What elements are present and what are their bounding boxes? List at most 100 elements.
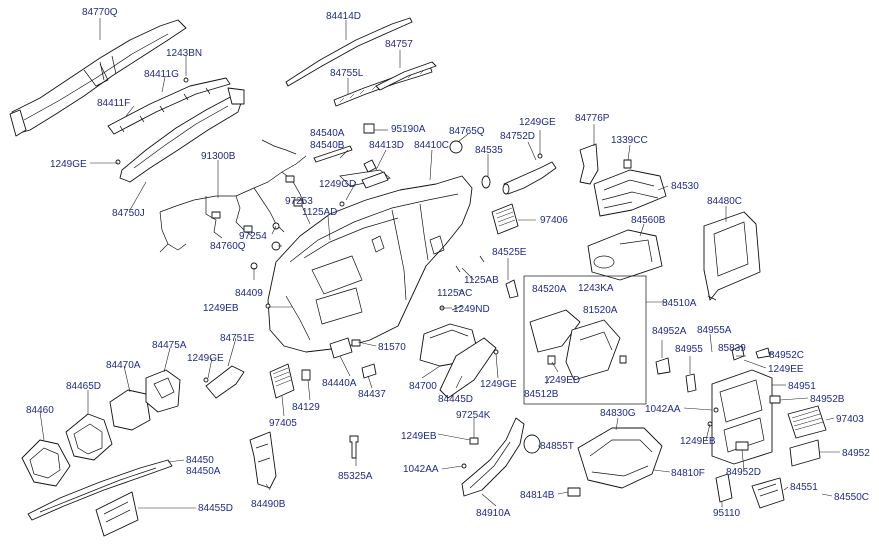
label-84910A: 84910A	[476, 508, 511, 519]
label-1249GE-a: 1249GE	[50, 159, 87, 170]
label-84952: 84952	[842, 448, 870, 459]
label-1243KA: 1243KA	[578, 283, 614, 294]
lower-panel-84810F	[567, 427, 663, 497]
glove-box-84510A	[523, 275, 647, 405]
label-84437: 84437	[358, 389, 386, 400]
label-84445D: 84445D	[438, 394, 473, 405]
label-84757: 84757	[385, 39, 413, 50]
fasteners-misc	[115, 77, 719, 469]
fasteners-center	[451, 255, 519, 311]
label-84810F: 84810F	[671, 468, 705, 479]
label-1249ED: 1249ED	[544, 375, 580, 386]
label-84830G: 84830G	[600, 408, 636, 419]
label-1042AA-a: 1042AA	[645, 404, 681, 415]
label-1249EE: 1249EE	[768, 364, 804, 375]
switch-parts	[329, 337, 377, 379]
label-84551: 84551	[790, 482, 818, 493]
label-84952D: 84952D	[726, 467, 761, 478]
side-duct-84411F	[107, 77, 231, 135]
label-97254: 97254	[239, 231, 267, 242]
label-84776P: 84776P	[575, 113, 610, 124]
small-brackets	[313, 123, 389, 189]
label-97253: 97253	[285, 196, 313, 207]
label-84765Q: 84765Q	[449, 126, 485, 137]
label-84751E: 84751E	[220, 333, 255, 344]
main-duct-84750J	[119, 87, 245, 183]
label-1249EB-a: 1249EB	[203, 303, 239, 314]
knee-bolster-84910A	[461, 417, 541, 497]
label-84510A: 84510A	[662, 298, 697, 309]
label-84480C: 84480C	[707, 196, 742, 207]
bracket-84490B	[249, 431, 277, 489]
label-84410C: 84410C	[414, 140, 449, 151]
label-84535: 84535	[475, 145, 503, 156]
label-84470A: 84470A	[106, 360, 141, 371]
vent-97403	[787, 405, 827, 467]
label-84952B: 84952B	[810, 394, 845, 405]
label-91300B: 91300B	[201, 151, 236, 162]
label-84755L: 84755L	[330, 68, 364, 79]
label-84700: 84700	[409, 381, 437, 392]
bracket-frame-84480C	[703, 211, 761, 301]
label-1249EB-c: 1249EB	[401, 431, 437, 442]
part-labels: 84770Q 1243BN 84411G 84411F 1249GE 84750…	[26, 7, 870, 519]
vent-97406	[491, 203, 519, 235]
clips-right	[655, 345, 771, 393]
label-81520A: 81520A	[583, 305, 618, 316]
defroster-duct-84770Q	[9, 19, 187, 137]
label-84560B: 84560B	[631, 215, 666, 226]
label-84455D: 84455D	[198, 503, 233, 514]
label-1243BN: 1243BN	[166, 48, 202, 59]
label-84770Q: 84770Q	[82, 7, 118, 18]
label-84512B: 84512B	[524, 389, 559, 400]
label-84520A: 84520A	[532, 284, 567, 295]
label-84411F: 84411F	[97, 98, 130, 109]
label-1249GE-b: 1249GE	[519, 117, 556, 128]
center-fascia-84951	[711, 369, 781, 465]
tray-84560B	[587, 229, 663, 281]
label-97254K: 97254K	[456, 410, 491, 421]
label-84450: 84450	[186, 455, 214, 466]
bracket-84776P	[579, 143, 599, 185]
label-85839: 85839	[718, 343, 746, 354]
label-84814B: 84814B	[520, 490, 555, 501]
label-84952A: 84952A	[652, 326, 687, 337]
label-84460: 84460	[26, 405, 54, 416]
label-84450A: 84450A	[186, 466, 221, 477]
leader-lines	[39, 18, 840, 509]
console-covers-left	[21, 369, 181, 487]
molding-strips	[285, 17, 437, 107]
label-1042AA-b: 1042AA	[403, 464, 439, 475]
label-1125AC: 1125AC	[437, 288, 472, 299]
trim-84751E	[205, 365, 245, 399]
label-84955: 84955	[675, 344, 703, 355]
label-84530: 84530	[671, 181, 699, 192]
label-84951: 84951	[788, 381, 816, 392]
label-97405: 97405	[269, 418, 297, 429]
label-84550C: 84550C	[834, 492, 869, 503]
label-84414D: 84414D	[326, 11, 361, 22]
label-85325A: 85325A	[338, 471, 373, 482]
label-84855T: 84855T	[540, 441, 574, 452]
label-84752D: 84752D	[500, 131, 535, 142]
screw-85325A	[349, 435, 359, 459]
label-1249EB-b: 1249EB	[680, 436, 716, 447]
wiring-harness-91300B	[159, 139, 307, 253]
vent-caps	[449, 140, 491, 189]
label-84465D: 84465D	[66, 381, 101, 392]
label-84411G: 84411G	[144, 69, 179, 80]
label-84409: 84409	[235, 288, 263, 299]
label-81570: 81570	[378, 342, 406, 353]
label-1249GE-d: 1249GE	[480, 379, 517, 390]
label-97406: 97406	[540, 215, 568, 226]
label-84440A: 84440A	[322, 378, 357, 389]
lower-panel-84450	[27, 459, 173, 537]
module-84530	[593, 159, 667, 217]
label-95110: 95110	[713, 508, 741, 519]
label-84952C: 84952C	[769, 350, 804, 361]
label-84540A: 84540A	[310, 128, 345, 139]
vent-97405	[269, 363, 311, 399]
crash-pad-84410C	[267, 169, 473, 353]
label-84955A: 84955A	[697, 325, 732, 336]
